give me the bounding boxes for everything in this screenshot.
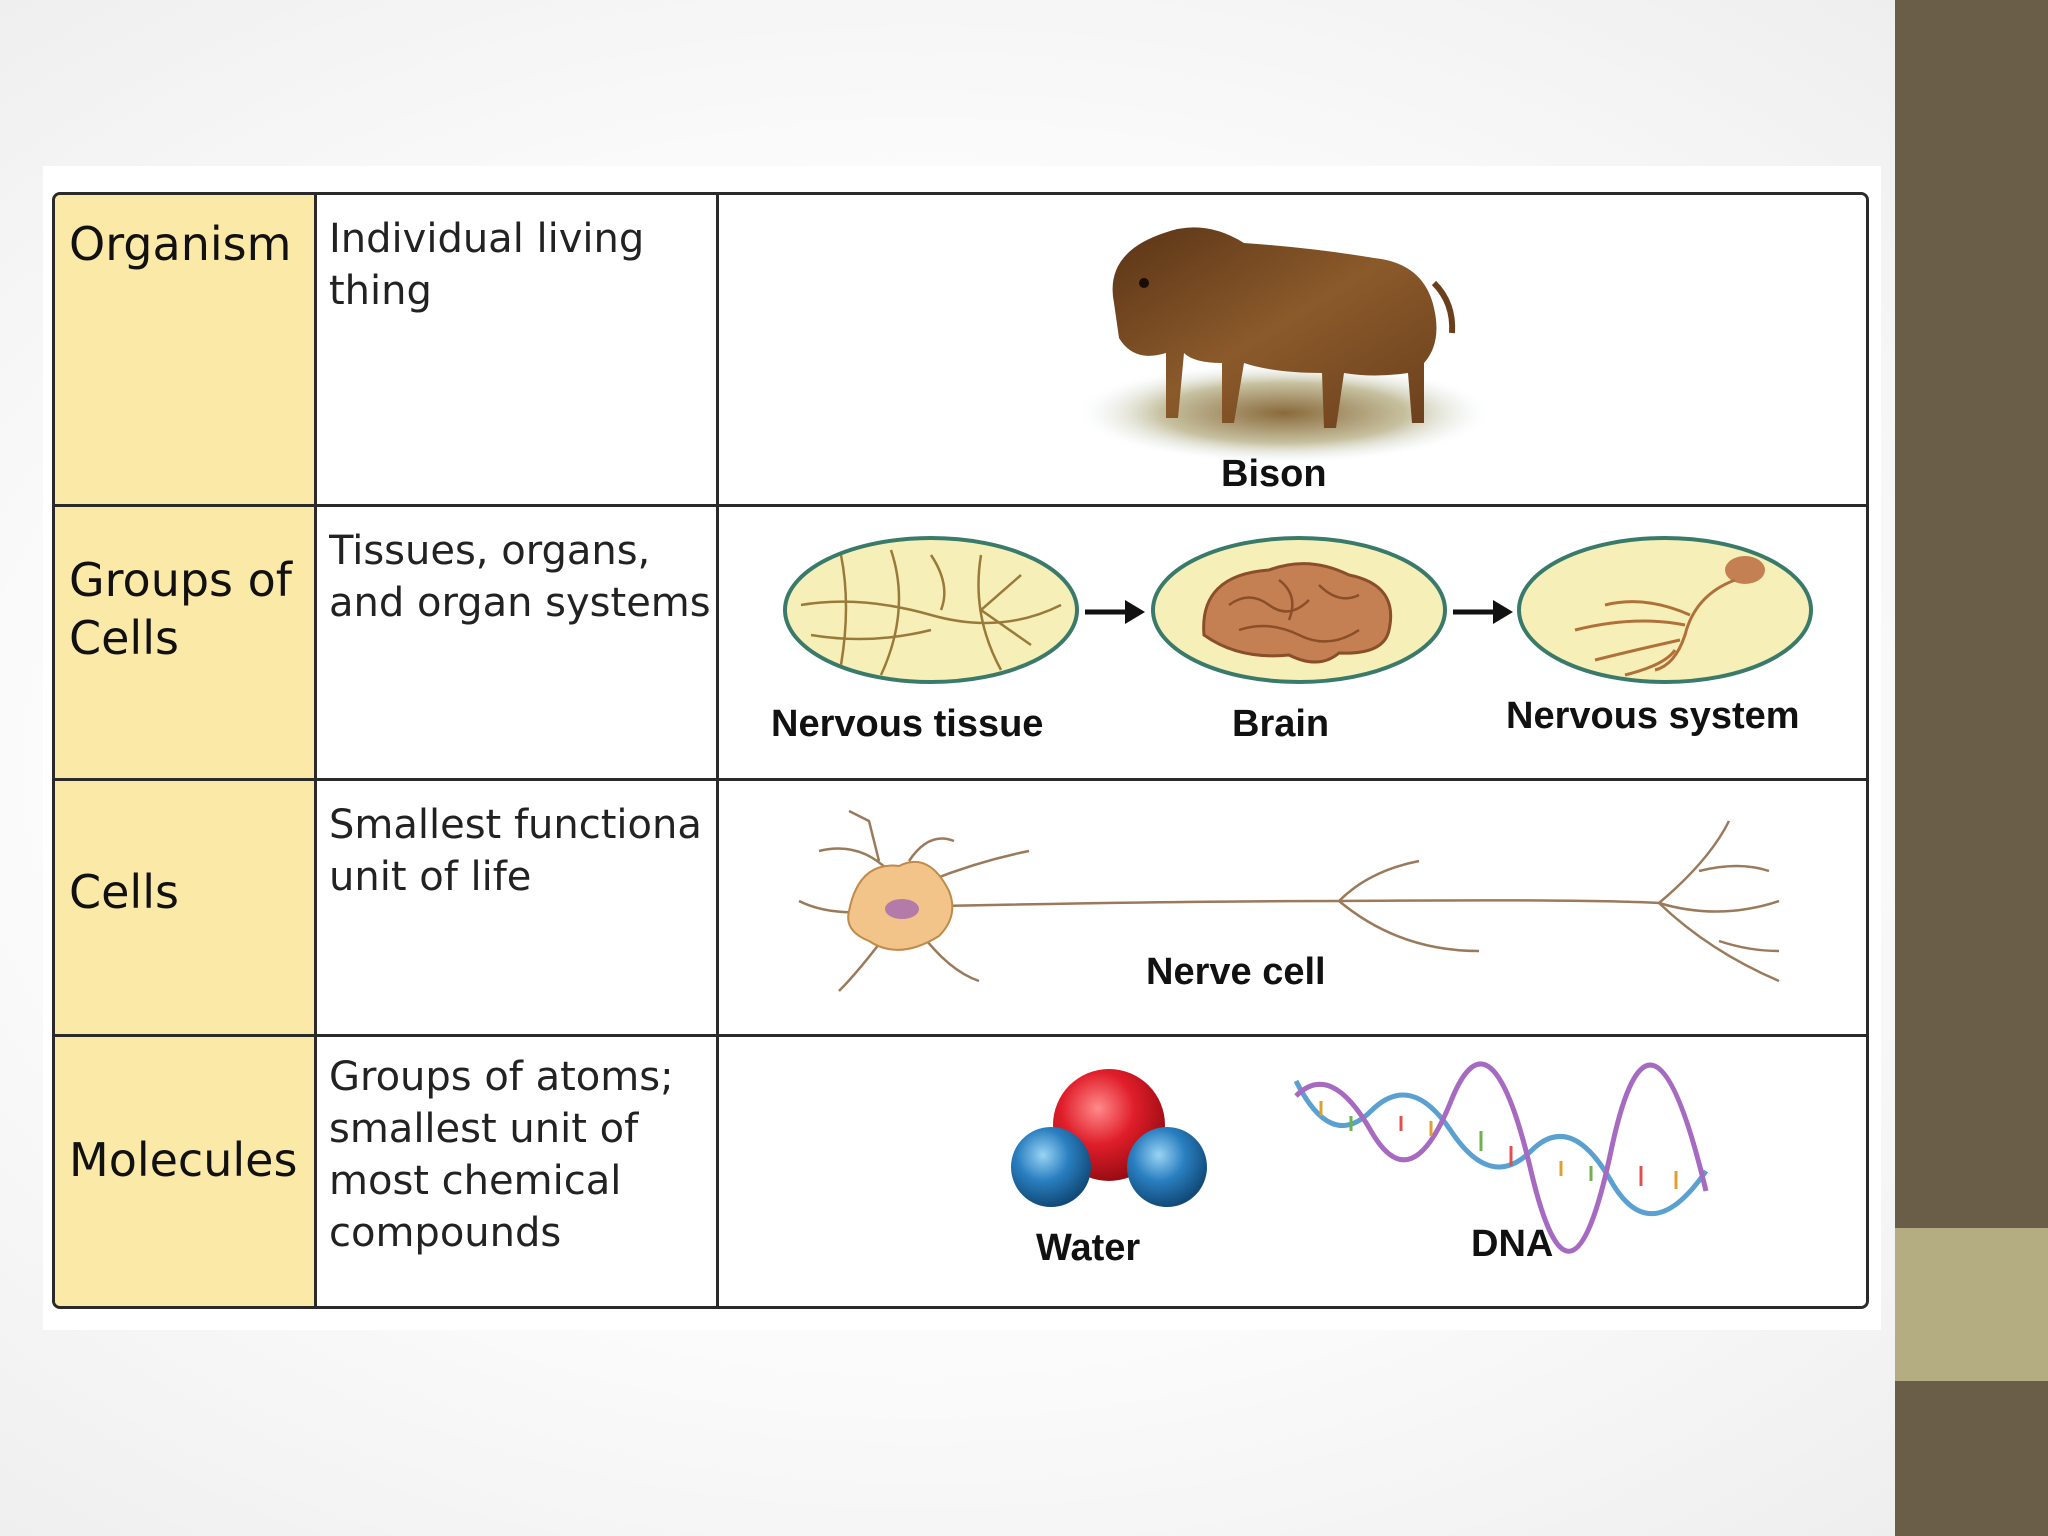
- picture-cell-cells: Nerve cell: [719, 781, 1866, 1037]
- arrow-right-icon: [1453, 600, 1513, 624]
- caption-nervous-tissue: Nervous tissue: [771, 703, 1044, 745]
- level-cell-cells: Cells: [55, 781, 317, 1037]
- description-cells: Smallest functiona unit of life: [329, 802, 702, 900]
- level-label-groups-of-cells: Groups of Cells: [69, 553, 292, 665]
- description-molecules: Groups of atoms; smallest unit of most c…: [329, 1054, 674, 1256]
- bison-icon: [1079, 227, 1489, 463]
- level-cell-organism: Organism: [55, 195, 317, 507]
- caption-brain: Brain: [1232, 703, 1330, 745]
- level-label-cells: Cells: [69, 865, 179, 919]
- level-label-organism: Organism: [69, 217, 292, 271]
- caption-water: Water: [1036, 1227, 1141, 1269]
- caption-nervous-system: Nervous system: [1506, 695, 1800, 737]
- nervous-tissue-icon: [783, 536, 1079, 684]
- description-organism: Individual living thing: [329, 216, 645, 314]
- level-cell-molecules: Molecules: [55, 1037, 317, 1306]
- description-cell-organism: Individual living thing: [317, 195, 719, 507]
- description-groups-of-cells: Tissues, organs, and organ systems: [329, 528, 711, 626]
- dna-icon: [1293, 1061, 1709, 1254]
- picture-cell-groups-of-cells: Nervous tissue Brain Nervous system: [719, 507, 1866, 781]
- picture-cell-molecules: Water DNA: [719, 1037, 1866, 1306]
- water-molecule-icon: [1011, 1069, 1207, 1207]
- slide-side-accent: [1895, 1228, 2048, 1381]
- picture-cell-organism: Bison: [719, 195, 1866, 507]
- nervous-system-icon: [1517, 536, 1813, 684]
- nerve-cell-icon: [798, 809, 1780, 992]
- brain-icon: [1151, 536, 1447, 684]
- description-cell-cells: Smallest functiona unit of life: [317, 781, 719, 1037]
- description-cell-groups-of-cells: Tissues, organs, and organ systems: [317, 507, 719, 781]
- level-cell-groups-of-cells: Groups of Cells: [55, 507, 317, 781]
- caption-dna: DNA: [1471, 1223, 1554, 1265]
- caption-bison: Bison: [1221, 453, 1327, 495]
- levels-of-organization-table: Organism Individual living thing Bison G…: [52, 192, 1869, 1309]
- caption-nerve-cell: Nerve cell: [1146, 951, 1326, 993]
- description-cell-molecules: Groups of atoms; smallest unit of most c…: [317, 1037, 719, 1306]
- level-label-molecules: Molecules: [69, 1133, 298, 1187]
- arrow-right-icon: [1085, 600, 1145, 624]
